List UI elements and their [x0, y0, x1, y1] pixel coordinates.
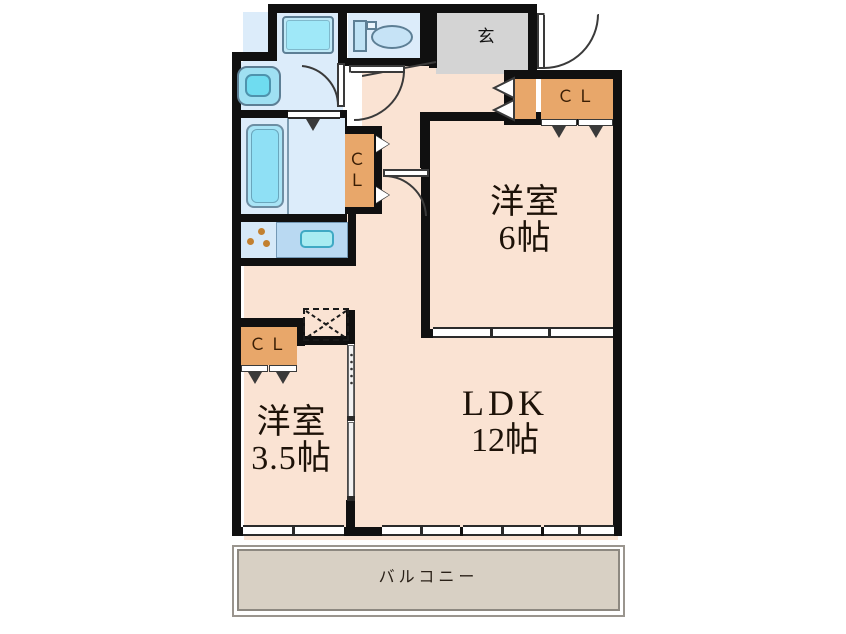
genkan-floor [436, 12, 536, 74]
wall-toilet-right [420, 4, 429, 66]
wall-bath-right [338, 4, 347, 66]
room35-window-mullion [292, 525, 295, 536]
closet-bedroom35-arrow-b [276, 372, 290, 384]
wall-kitchen-right [348, 214, 356, 264]
ldk-name: LDK [462, 383, 548, 423]
closet-entry-main[interactable] [541, 79, 613, 119]
balcony-label: バルコニー [378, 569, 479, 586]
wall-cl-bedroom-top [232, 318, 304, 327]
washing-machine-cross-icon [305, 310, 347, 339]
washbasin-bowl [245, 74, 271, 97]
wall-right-main [613, 74, 622, 536]
closet-hall-label-bottom: Ｌ [348, 171, 366, 190]
closet-bedroom35-tick-a [241, 365, 268, 372]
ldk-window-mullion-a [420, 525, 423, 536]
genkan-label: 玄 [477, 27, 495, 46]
washroom-door-icon[interactable] [300, 62, 348, 110]
balcony-area [237, 549, 620, 611]
ldk-label: LDK 12帖 [400, 383, 610, 459]
toilet-bowl [371, 25, 413, 49]
sliding-door-joint-lower [347, 496, 355, 501]
closet-entry-narrow[interactable] [513, 79, 536, 119]
room35-label: 洋室 3.5帖 [234, 405, 349, 476]
ldk-window-mullion-b [501, 525, 504, 536]
wall-top-left [268, 4, 536, 13]
closet-hall-fold-bottom-in [376, 187, 389, 203]
wall-left-main [232, 52, 241, 535]
closet-entry-door-icon[interactable] [490, 76, 516, 124]
closet-bedroom35-arrow-a [248, 372, 262, 384]
toilet-flush-lever [366, 21, 377, 30]
room6-bottom-opening [433, 327, 613, 338]
wall-kitchen-bottom [232, 258, 356, 266]
closet-entry-tick-a [541, 119, 577, 126]
ldk-window-mullion-c [578, 525, 581, 536]
wall-left-jog [232, 52, 277, 61]
closet-hall-label-top: Ｃ [348, 150, 366, 169]
sliding-door-dots-icon [350, 353, 353, 385]
closet-bedroom35-label: ＣＬ [249, 335, 289, 354]
room6-label: 洋室 6帖 [430, 185, 620, 256]
wall-cl-hall-bottom [338, 206, 382, 214]
wall-toilet-bottom [338, 58, 429, 66]
gas-burner-1 [258, 228, 265, 235]
wall-cl-bedroom-right [296, 318, 305, 346]
bathtub-inner [251, 129, 279, 203]
sliding-door-joint-upper [347, 416, 355, 421]
wall-right-jog-top [528, 4, 537, 76]
closet-hall[interactable] [340, 134, 374, 207]
closet-bedroom35-tick-b [269, 365, 297, 372]
room6-opening-mullion-a [490, 327, 493, 338]
bath-door-opening[interactable] [288, 110, 340, 119]
wall-cl-entry-left [504, 70, 513, 125]
closet-bedroom35[interactable] [241, 327, 297, 365]
kitchen-sink-basin [300, 230, 334, 248]
closet-entry-tick-b [578, 119, 613, 126]
wall-bath-bottom [232, 214, 346, 222]
ldk-size: 12帖 [471, 421, 539, 459]
balcony-outer-rail [232, 545, 625, 617]
washing-machine-space [303, 308, 349, 341]
closet-entry-arrow-a [552, 126, 566, 138]
gas-burner-2 [247, 238, 254, 245]
room35-size: 3.5帖 [251, 439, 332, 477]
wall-cl-hall-top [338, 126, 382, 134]
room6-door-icon[interactable] [382, 168, 432, 218]
room6-size: 6帖 [498, 219, 552, 257]
wall-cl-entry-top [504, 70, 622, 79]
room6-opening-mullion-b [548, 327, 551, 338]
entrance-door-icon[interactable] [536, 12, 600, 70]
room35-name: 洋室 [256, 404, 327, 441]
gas-burner-3 [263, 240, 270, 247]
room6-name: 洋室 [490, 184, 560, 221]
toilet-door-icon[interactable] [348, 64, 408, 122]
shower-unit-inner [286, 20, 330, 50]
wall-room35-right-top [346, 310, 355, 344]
wall-room6-left [421, 112, 430, 337]
wall-genkan-left [429, 4, 437, 68]
closet-entry-label: ＣＬ [557, 87, 597, 106]
wall-room35-right-bottom [346, 500, 355, 535]
bath-wall-divider [287, 118, 289, 214]
bath-door-arrow [306, 119, 320, 131]
wall-cl-hall-right [374, 132, 382, 214]
closet-entry-arrow-b [589, 126, 603, 138]
room6-floor [430, 120, 620, 335]
wall-left-upper [268, 4, 277, 54]
toilet-tank [353, 20, 367, 52]
closet-hall-fold-top-in [376, 136, 389, 152]
